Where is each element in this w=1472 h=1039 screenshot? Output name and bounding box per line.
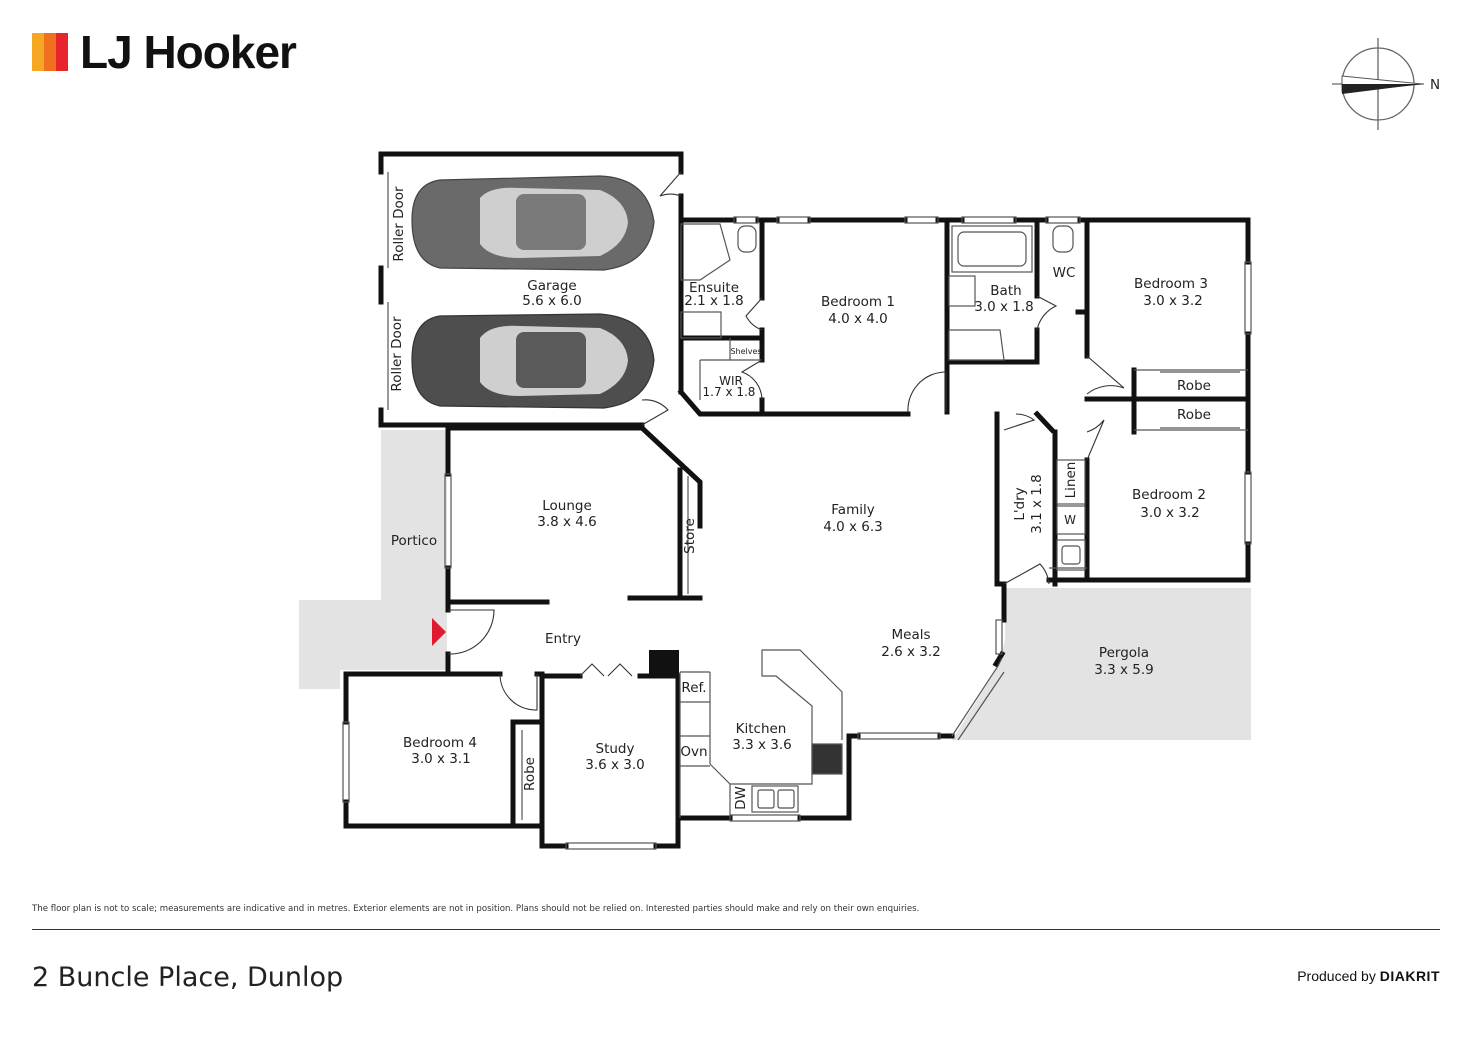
column [649,650,679,676]
robe-label: Robe [1177,378,1211,394]
oven-label: Ovn [680,744,707,760]
bath-label: Bath [990,283,1021,299]
bedroom1-label: Bedroom 1 [821,294,895,310]
entry-label: Entry [545,631,581,647]
outdoor-areas [299,430,1251,740]
compass-icon: N [1332,38,1440,130]
logo-text: LJ Hooker [80,26,297,78]
bedroom3-dims: 3.0 x 3.2 [1143,293,1203,309]
compass-north-label: N [1430,77,1440,93]
bedroom3-label: Bedroom 3 [1134,276,1208,292]
ref-label: Ref. [681,680,706,696]
meals-label: Meals [891,627,930,643]
lounge-dims: 3.8 x 4.6 [537,514,597,530]
producer-credit: Produced by DIAKRIT [1297,968,1440,984]
logo-color-bars [32,33,68,71]
store-label: Store [682,518,698,554]
disclaimer-text: The floor plan is not to scale; measurem… [32,904,920,914]
study-dims: 3.6 x 3.0 [585,757,645,773]
wir-label: WIR [719,374,743,388]
room-labels: Garage 5.6 x 6.0 Roller Door Roller Door… [389,186,1211,810]
linen-label: Linen [1063,462,1079,499]
bedroom4-dims: 3.0 x 3.1 [411,751,471,767]
lounge-label: Lounge [542,498,592,514]
garage-label: Garage [527,278,576,294]
garage-dims: 5.6 x 6.0 [522,293,582,309]
portico-label: Portico [391,533,437,549]
produced-by-label: Produced by [1297,968,1376,984]
wir-dims: 1.7 x 1.8 [703,385,756,399]
bedroom2-label: Bedroom 2 [1132,487,1206,503]
pergola-label: Pergola [1099,645,1149,661]
family-dims: 4.0 x 6.3 [823,519,883,535]
laundry-dims: 3.1 x 1.8 [1029,474,1045,534]
car-icon [411,175,655,271]
bedroom2-dims: 3.0 x 3.2 [1140,505,1200,521]
fixtures [342,172,1252,850]
study-label: Study [596,741,635,757]
doors [447,171,1125,711]
brand-logo: LJ Hooker [32,24,297,80]
ensuite-label: Ensuite [689,280,739,296]
wc-label: WC [1053,265,1076,281]
shelves-label: Shelves [730,347,761,356]
footer-divider [32,929,1440,930]
entry-arrow-icon [432,618,446,646]
meals-dims: 2.6 x 3.2 [881,644,941,660]
ensuite-dims: 2.1 x 1.8 [684,293,744,309]
roller-door-label: Roller Door [391,186,407,262]
robe-label: Robe [1177,407,1211,423]
producer-name: DIAKRIT [1379,968,1440,984]
bedroom1-dims: 4.0 x 4.0 [828,311,888,327]
family-label: Family [831,502,874,518]
laundry-label: L'dry [1012,487,1028,520]
kitchen-dims: 3.3 x 3.6 [732,737,792,753]
robe-label: Robe [522,757,538,791]
property-address: 2 Buncle Place, Dunlop [32,962,344,993]
kitchen-label: Kitchen [736,721,787,737]
bedroom4-label: Bedroom 4 [403,735,477,751]
w-label: W [1064,513,1076,527]
car-icon [411,313,655,409]
dishwasher-label: DW [733,786,749,810]
pergola-dims: 3.3 x 5.9 [1094,662,1154,678]
roller-door-label: Roller Door [389,316,405,392]
bath-dims: 3.0 x 1.8 [974,299,1034,315]
